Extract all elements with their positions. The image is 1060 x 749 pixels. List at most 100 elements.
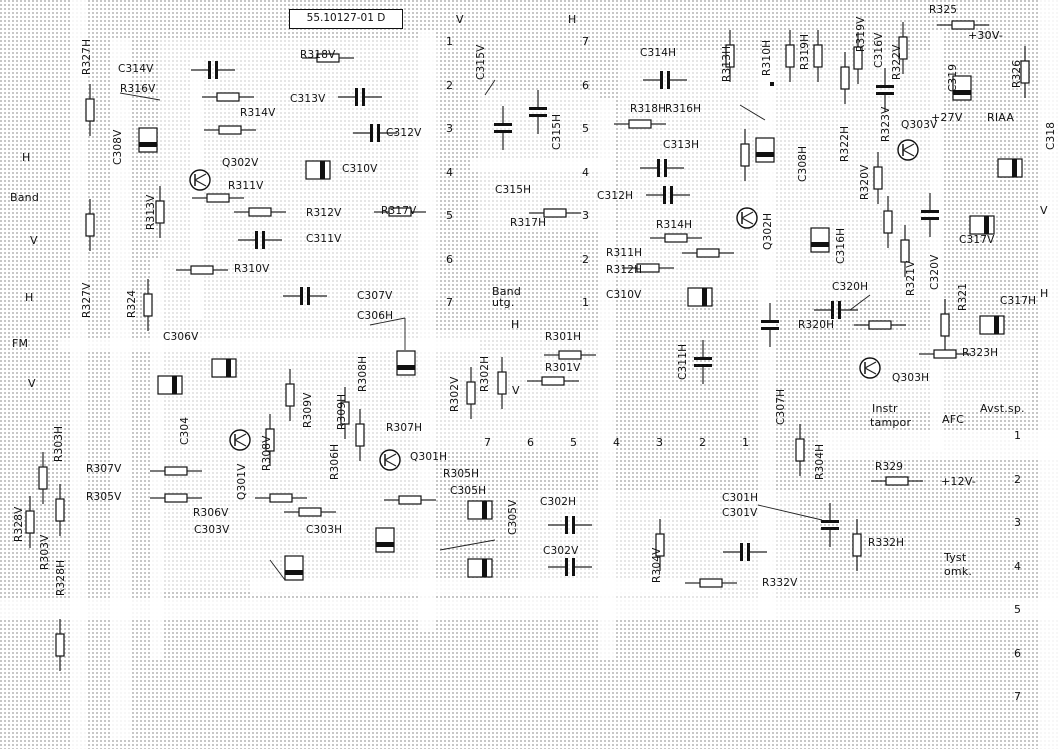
wire xyxy=(741,211,754,219)
capacitor xyxy=(565,516,568,534)
label-c303v: C303V xyxy=(194,524,230,536)
label-c311v: C311V xyxy=(306,233,342,245)
pin-number-col_h: 7 xyxy=(582,35,589,48)
pin-number-right: 4 xyxy=(1014,559,1021,573)
resistor xyxy=(885,476,909,486)
label-c318: C318 xyxy=(1045,121,1057,150)
label-c314h: C314H xyxy=(640,47,677,59)
wire xyxy=(369,317,406,326)
electrolytic-capacitor xyxy=(811,242,829,247)
electrolytic-capacitor xyxy=(284,555,304,581)
resistor xyxy=(216,92,240,102)
label-c310v: C310V xyxy=(342,163,378,175)
label-c307v: C307V xyxy=(357,290,393,302)
trace-channel xyxy=(0,600,1060,618)
label-r325: R325 xyxy=(929,4,958,16)
electrolytic-capacitor xyxy=(172,376,177,394)
electrolytic-capacitor xyxy=(984,216,989,234)
label-r317h: R317H xyxy=(510,217,547,229)
wire xyxy=(741,217,754,225)
capacitor xyxy=(377,124,380,142)
resistor xyxy=(541,376,565,386)
label-r332h: R332H xyxy=(868,537,905,549)
label-r303h: R303H xyxy=(53,425,65,462)
label-r316v: R316V xyxy=(120,83,156,95)
label-ann-afc: AFC xyxy=(942,413,965,426)
label-q302h: Q302H xyxy=(762,212,774,250)
capacitor xyxy=(831,301,834,319)
label-r327h: R327H xyxy=(81,38,93,75)
label-r313h: R313H xyxy=(721,45,733,82)
label-r311v: R311V xyxy=(228,180,264,192)
label-r308h: R308H xyxy=(357,355,369,392)
wire xyxy=(384,459,397,467)
electrolytic-capacitor xyxy=(994,316,999,334)
label-r307v: R307V xyxy=(86,463,122,475)
label-q303h: Q303H xyxy=(892,372,930,384)
wire xyxy=(384,453,397,461)
resistor xyxy=(852,533,862,557)
label-r301v: R301V xyxy=(545,362,581,374)
capacitor xyxy=(300,287,303,305)
label-c314v: C314V xyxy=(118,63,154,75)
resistor xyxy=(940,313,950,337)
resistor xyxy=(466,381,476,405)
pin-number-col_v: 1 xyxy=(446,35,453,48)
label-r302h: R302H xyxy=(479,355,491,392)
label-ann-v27: +27V xyxy=(931,111,963,124)
board-id-label: 55.10127-01 D xyxy=(289,9,403,29)
electrolytic-capacitor xyxy=(376,542,394,547)
label-r310v: R310V xyxy=(234,263,270,275)
label-r324: R324 xyxy=(126,289,138,318)
label-r317v: R317V xyxy=(381,205,417,217)
resistor xyxy=(543,208,567,218)
wire xyxy=(269,559,286,581)
label-r312v: R312V xyxy=(306,207,342,219)
pin-number-col_v: 6 xyxy=(446,252,453,266)
capacitor xyxy=(572,558,575,576)
electrolytic-capacitor xyxy=(702,288,707,306)
label-c304: C304 xyxy=(179,416,191,445)
wire xyxy=(234,433,247,441)
label-r304h: R304H xyxy=(814,443,826,480)
capacitor xyxy=(821,527,839,530)
label-side-v_right: V xyxy=(1040,204,1048,217)
label-r307h: R307H xyxy=(386,422,423,434)
label-r323v: R323V xyxy=(880,106,892,142)
capacitor xyxy=(821,520,839,523)
label-r319v: R319V xyxy=(855,16,867,52)
label-c319: C319 xyxy=(947,63,959,92)
electrolytic-capacitor xyxy=(953,90,971,95)
label-ann-instr: Instr xyxy=(872,402,898,415)
label-r320h: R320H xyxy=(798,319,835,331)
transistor xyxy=(736,207,758,229)
label-ann-band_utg_h: H xyxy=(511,318,520,331)
label-c303h: C303H xyxy=(306,524,343,536)
electrolytic-capacitor xyxy=(979,315,1005,335)
label-c307h: C307H xyxy=(775,388,787,425)
electrolytic-capacitor xyxy=(397,365,415,370)
capacitor xyxy=(208,61,211,79)
label-r311h: R311H xyxy=(606,247,643,259)
resistor xyxy=(155,200,165,224)
label-c317v: C317V xyxy=(959,234,995,246)
pin-number-col_v: 7 xyxy=(446,296,453,309)
label-r305h: R305H xyxy=(443,468,480,480)
label-r323h: R323H xyxy=(962,347,999,359)
pin-number-col_h: 6 xyxy=(582,78,589,92)
electrolytic-capacitor xyxy=(320,161,325,179)
capacitor xyxy=(307,287,310,305)
label-ann-col_v: V xyxy=(456,13,464,26)
label-ann-avst: Avst.sp. xyxy=(980,402,1025,415)
resistor xyxy=(298,507,322,517)
pin-number-right: 7 xyxy=(1014,690,1021,703)
electrolytic-capacitor xyxy=(285,570,303,575)
capacitor xyxy=(747,543,750,561)
label-q302v: Q302V xyxy=(222,157,259,169)
resistor xyxy=(164,466,188,476)
resistor xyxy=(699,578,723,588)
resistor xyxy=(900,239,910,263)
pin-number-col_h: 3 xyxy=(582,209,589,222)
capacitor xyxy=(921,217,939,220)
label-c311h: C311H xyxy=(677,343,689,380)
